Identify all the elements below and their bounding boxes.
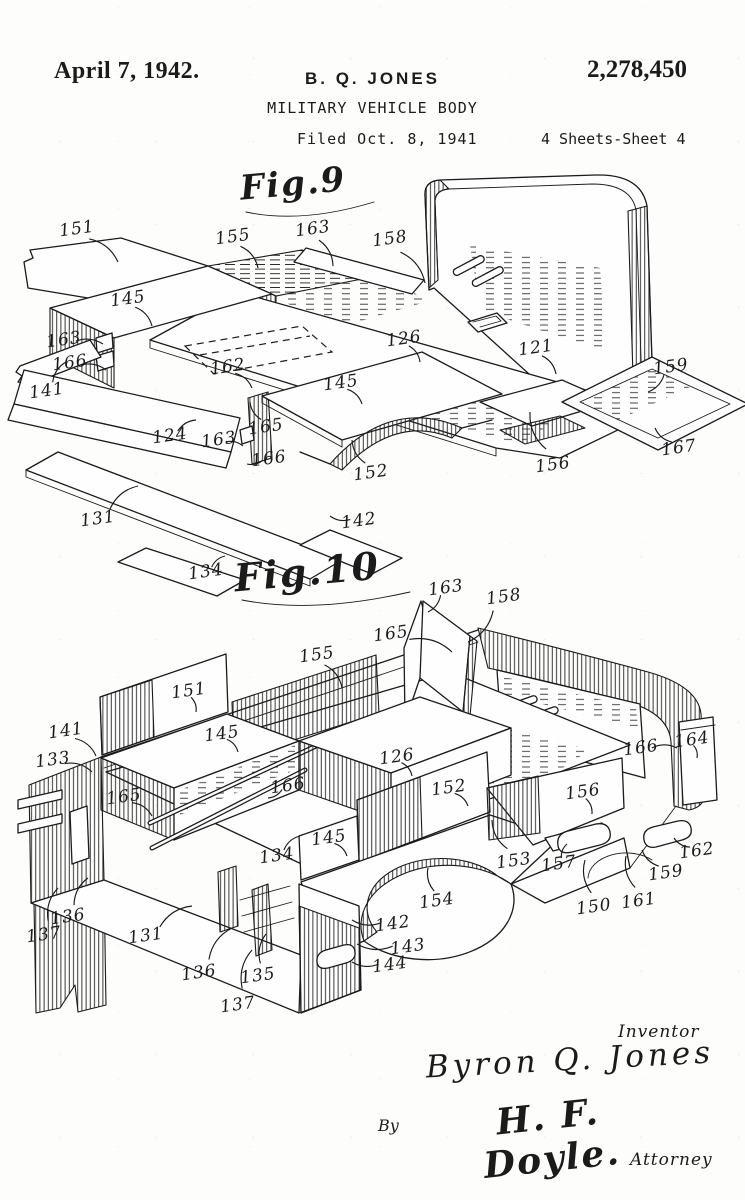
leader-line-135: [258, 933, 267, 964]
leader-line-131: [109, 485, 139, 510]
leader-line-121: [541, 355, 557, 375]
leader-line-133: [64, 762, 93, 773]
leader-line-145: [134, 306, 153, 327]
leader-line-126: [408, 345, 421, 363]
inventor-name-header: B. Q. JONES: [304, 69, 441, 88]
sheet-indicator: 4 Sheets-Sheet 4: [541, 130, 686, 148]
leader-line-159: [641, 849, 659, 867]
leader-line-165: [249, 401, 262, 420]
patent-number: 2,278,450: [587, 56, 687, 83]
leader-line-145: [347, 388, 363, 405]
leader-line-150: [582, 859, 592, 894]
leader-line-137: [46, 887, 59, 921]
invention-title: MILITARY VEHICLE BODY: [267, 99, 478, 117]
leader-line-152: [454, 792, 469, 807]
leader-line-155: [240, 245, 259, 269]
leader-line-156: [529, 411, 547, 450]
leader-line-155: [324, 664, 343, 689]
leader-line-161: [624, 855, 636, 888]
leader-line-163: [318, 239, 334, 267]
attorney-label: Attorney: [630, 1150, 713, 1170]
leader-line-151: [190, 696, 197, 713]
filing-date: Filed Oct. 8, 1941: [297, 130, 478, 148]
leader-line-126: [401, 762, 413, 777]
figure-9-drawing: [7, 174, 745, 597]
leader-line-166: [651, 744, 678, 749]
leader-line-158: [400, 251, 426, 284]
leader-line-165: [409, 637, 453, 653]
leader-line-167: [654, 427, 672, 443]
leader-line-163: [427, 595, 442, 613]
leader-line-142: [329, 515, 351, 522]
leader-line-153: [491, 819, 508, 850]
leader-line-124: [177, 419, 197, 432]
leader-line-165: [132, 802, 153, 817]
leader-line-152: [351, 439, 366, 464]
leader-line-143: [356, 943, 393, 951]
leader-line-141: [52, 361, 67, 383]
leader-line-141: [74, 737, 97, 757]
leader-line-131: [159, 905, 193, 928]
leader-line-158: [467, 610, 494, 643]
leader-line-136: [208, 927, 233, 960]
leader-line-163: [226, 440, 244, 447]
leader-line-162: [235, 372, 253, 389]
leader-line-137: [240, 949, 253, 989]
leader-line-142: [351, 919, 381, 926]
leader-line-159: [647, 374, 665, 393]
leader-line-166: [246, 460, 263, 466]
by-label: By: [378, 1116, 399, 1135]
leader-line-145: [334, 842, 348, 857]
figure-10-drawing: [17, 591, 718, 1014]
leader-line-134: [211, 555, 226, 568]
leader-line-154: [426, 867, 435, 892]
leader-line-164: [693, 745, 698, 759]
leader-line-144: [351, 961, 379, 968]
leader-line-151: [89, 238, 119, 263]
leader-line-156: [585, 798, 593, 815]
leader-line-163: [75, 338, 104, 345]
leader-line-145: [226, 738, 239, 753]
leader-line-166: [80, 363, 107, 371]
leader-line-134: [283, 835, 301, 851]
inventor-label: Inventor: [618, 1022, 700, 1042]
leader-line-136: [73, 877, 89, 906]
leader-line-157: [560, 843, 568, 859]
patent-date: April 7, 1942.: [54, 58, 200, 84]
leader-line-166: [267, 789, 283, 799]
leader-line-162: [673, 837, 691, 848]
